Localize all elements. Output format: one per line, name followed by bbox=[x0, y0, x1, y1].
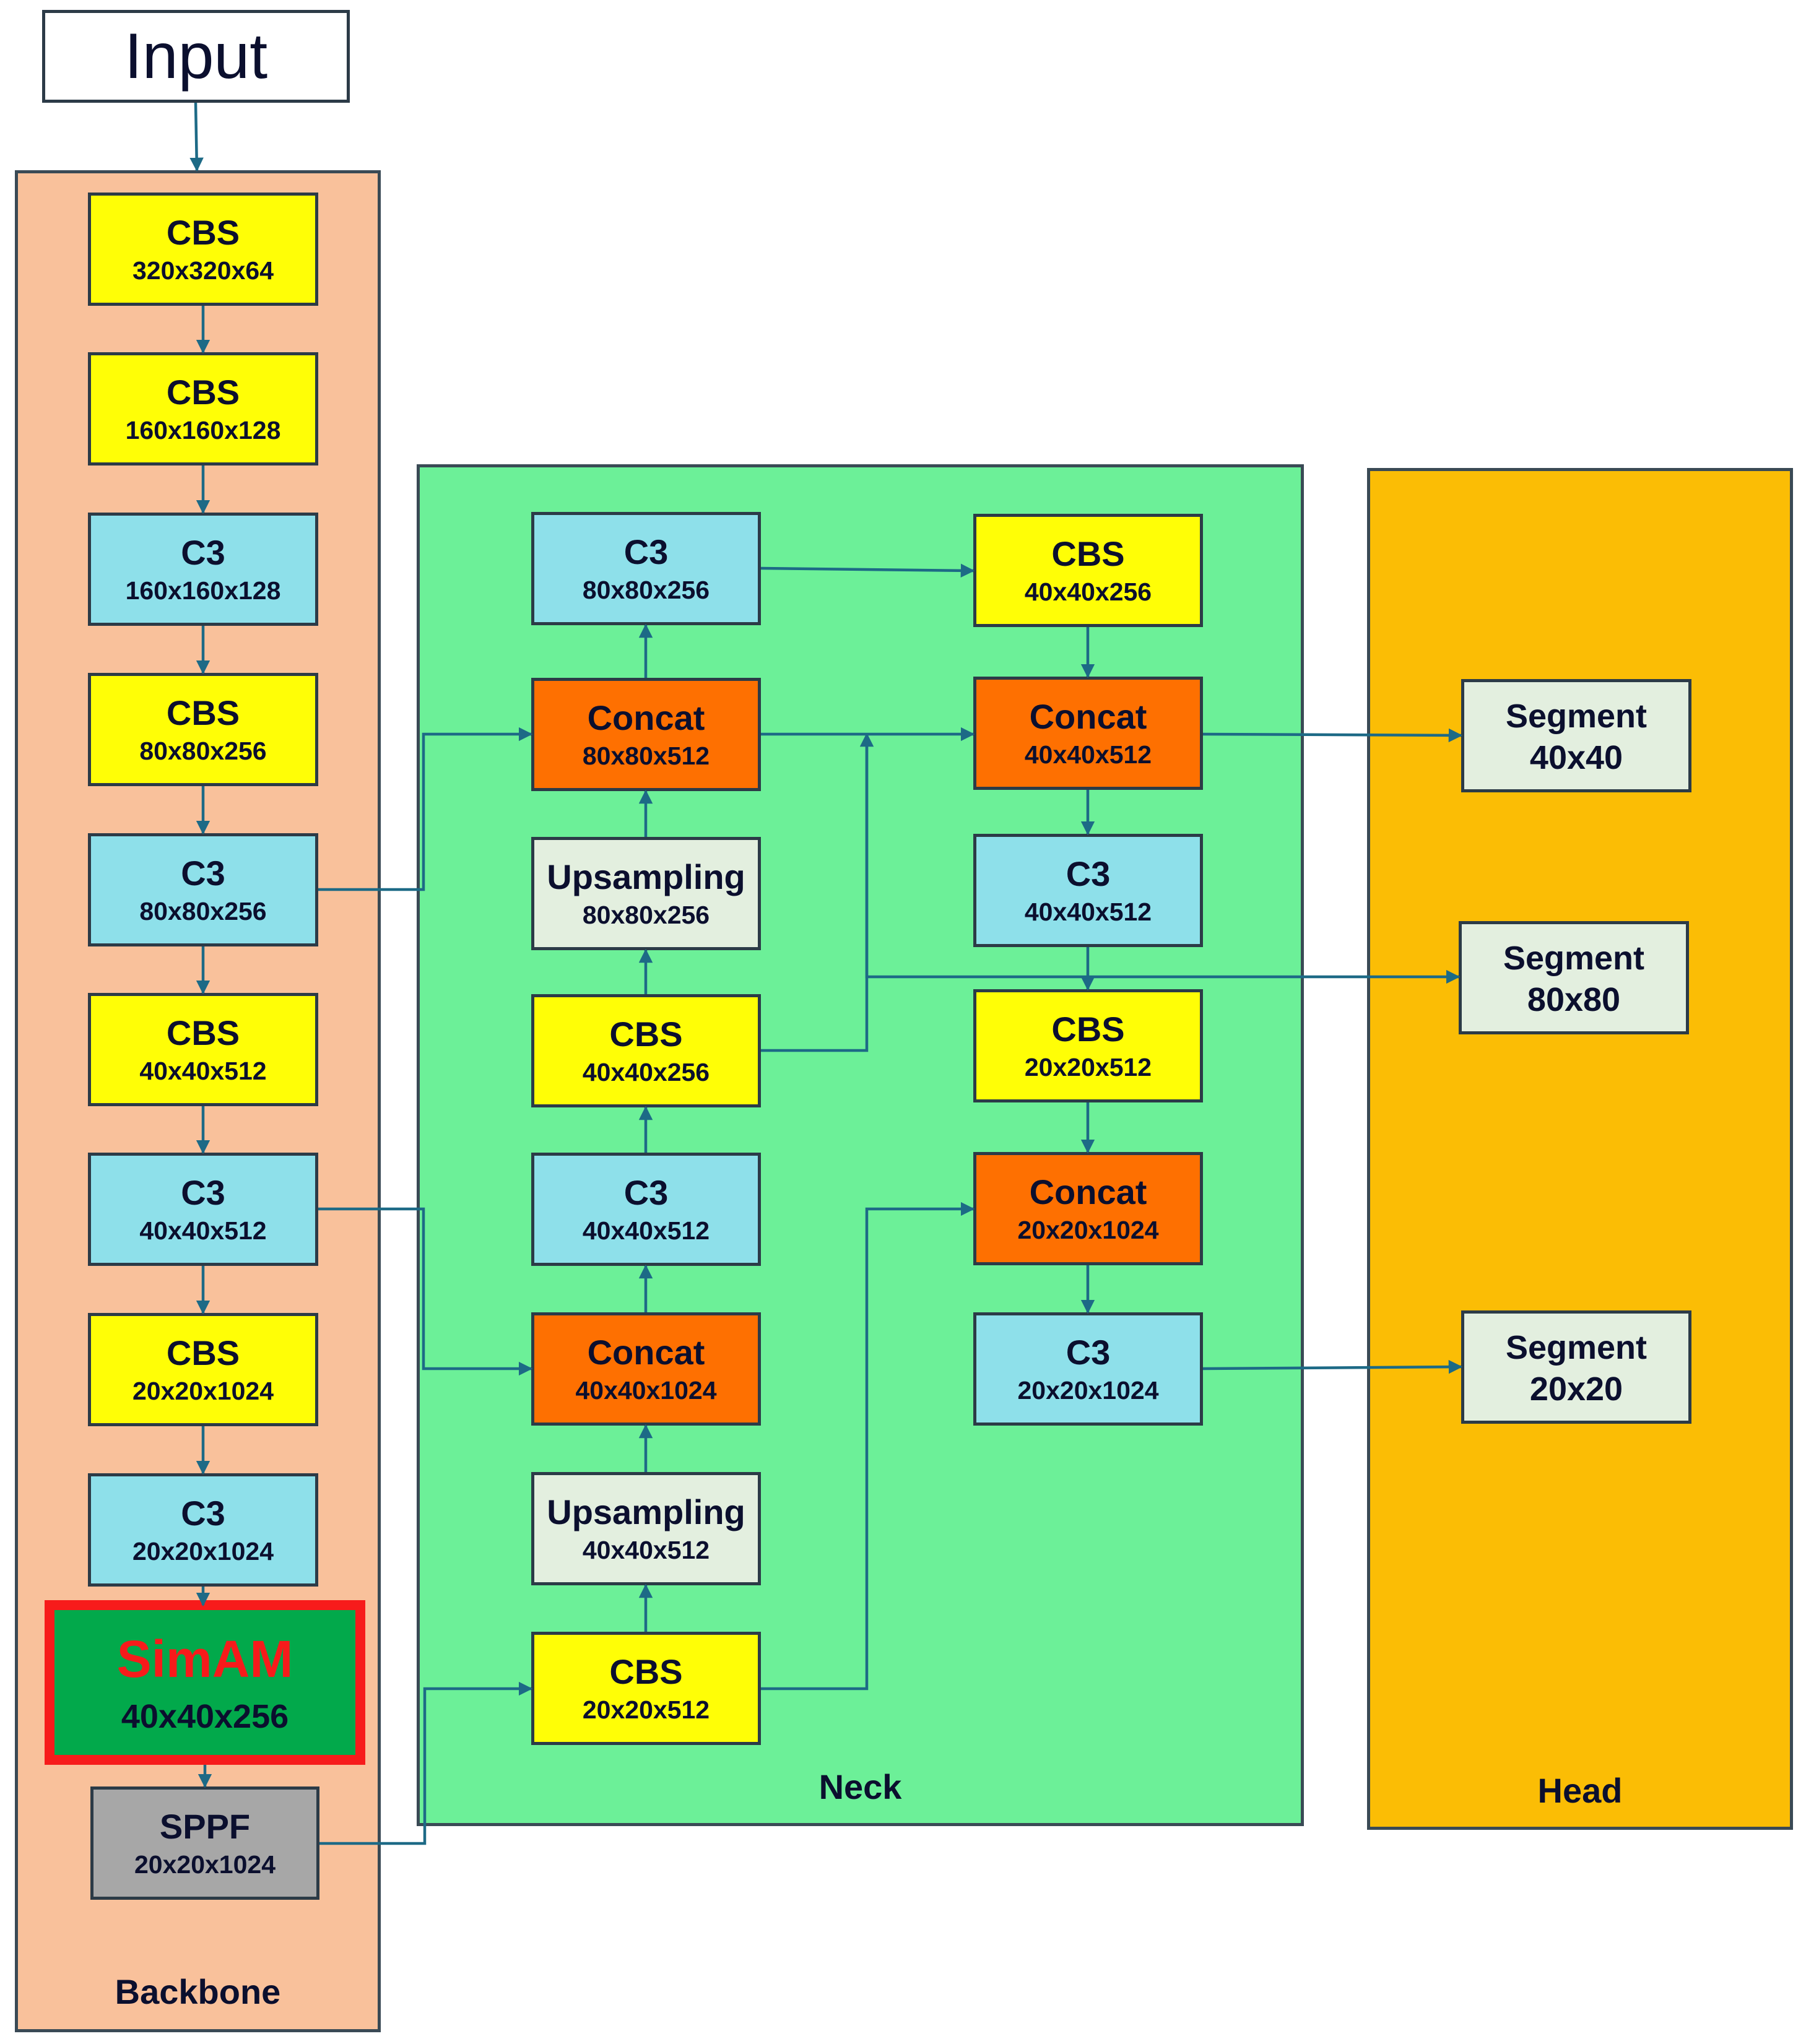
block-name: C3 bbox=[623, 532, 669, 571]
neck-upsampling-block: Upsampling 80x80x256 bbox=[531, 837, 761, 950]
backbone-cbs-block: CBS 160x160x128 bbox=[88, 352, 318, 466]
block-dim: 160x160x128 bbox=[125, 416, 281, 445]
block-dim: 40x40x512 bbox=[1024, 740, 1152, 769]
block-dim: 80x80x256 bbox=[139, 737, 267, 766]
block-dim: 20x20x1024 bbox=[1017, 1376, 1159, 1405]
block-dim: 40x40x256 bbox=[121, 1698, 289, 1736]
head-segment-block: Segment 20x20 bbox=[1461, 1310, 1691, 1424]
backbone-cbs-block: CBS 80x80x256 bbox=[88, 673, 318, 786]
block-name: Concat bbox=[587, 698, 705, 737]
block-name: CBS bbox=[609, 1014, 683, 1054]
block-name: Segment bbox=[1503, 940, 1645, 977]
head-segment-block: Segment 80x80 bbox=[1459, 921, 1689, 1034]
block-dim: 20x20x1024 bbox=[132, 1377, 274, 1406]
backbone-cbs-block: CBS 40x40x512 bbox=[88, 993, 318, 1106]
neck-c3-block: C3 20x20x1024 bbox=[973, 1312, 1203, 1426]
neck-cbs-block: CBS 20x20x512 bbox=[973, 989, 1203, 1102]
neck-label: Neck bbox=[818, 1767, 902, 1806]
backbone-sppf-block: SPPF 20x20x1024 bbox=[90, 1786, 319, 1900]
neck-concat-block: Concat 40x40x1024 bbox=[531, 1312, 761, 1426]
block-name: CBS bbox=[1051, 534, 1125, 573]
block-name: Upsampling bbox=[547, 857, 745, 896]
block-name: Segment bbox=[1505, 1329, 1648, 1367]
block-dim: 40x40x256 bbox=[1024, 578, 1152, 607]
block-name: CBS bbox=[166, 693, 240, 732]
block-name: CBS bbox=[166, 212, 240, 252]
block-name: C3 bbox=[181, 1172, 225, 1212]
backbone-c3-block: C3 40x40x512 bbox=[88, 1153, 318, 1266]
block-dim: 40x40x512 bbox=[1024, 898, 1152, 927]
block-dim: 40x40x512 bbox=[139, 1057, 267, 1086]
block-name: CBS bbox=[166, 1333, 240, 1372]
block-dim: 80x80 bbox=[1527, 981, 1621, 1018]
block-dim: 80x80x256 bbox=[139, 897, 267, 926]
block-dim: 40x40x512 bbox=[582, 1216, 710, 1245]
block-name: CBS bbox=[1051, 1009, 1125, 1049]
neck-concat-block: Concat 80x80x512 bbox=[531, 678, 761, 791]
neck-c3-block: C3 80x80x256 bbox=[531, 512, 761, 625]
block-dim: 20x20x512 bbox=[582, 1695, 710, 1725]
block-name: C3 bbox=[1066, 1332, 1111, 1372]
backbone-cbs-block: CBS 20x20x1024 bbox=[88, 1313, 318, 1426]
block-name: SimAM bbox=[116, 1629, 293, 1688]
block-name: C3 bbox=[623, 1172, 669, 1212]
block-dim: 80x80x256 bbox=[582, 576, 710, 605]
neck-cbs-block: CBS 40x40x256 bbox=[531, 994, 761, 1107]
neck-cbs-block: CBS 40x40x256 bbox=[973, 514, 1203, 627]
backbone-cbs-block: CBS 320x320x64 bbox=[88, 193, 318, 306]
block-name: CBS bbox=[609, 1652, 683, 1691]
block-dim: 20x20x1024 bbox=[134, 1850, 276, 1879]
backbone-c3-block: C3 80x80x256 bbox=[88, 833, 318, 946]
block-name: Upsampling bbox=[547, 1492, 745, 1531]
backbone-c3-block: C3 20x20x1024 bbox=[88, 1473, 318, 1587]
block-dim: 20x20x512 bbox=[1024, 1053, 1152, 1082]
neck-concat-block: Concat 20x20x1024 bbox=[973, 1152, 1203, 1265]
neck-concat-block: Concat 40x40x512 bbox=[973, 677, 1203, 790]
neck-panel: Neck bbox=[417, 464, 1304, 1826]
block-dim: 160x160x128 bbox=[125, 576, 281, 605]
block-name: Concat bbox=[587, 1332, 705, 1372]
block-dim: 320x320x64 bbox=[132, 256, 274, 285]
block-dim: 80x80x512 bbox=[582, 742, 710, 771]
block-dim: 20x20x1024 bbox=[132, 1537, 274, 1566]
block-name: Concat bbox=[1029, 1172, 1147, 1211]
neck-upsampling-block: Upsampling 40x40x512 bbox=[531, 1472, 761, 1585]
block-name: CBS bbox=[166, 1013, 240, 1052]
block-dim: 20x20x1024 bbox=[1017, 1216, 1159, 1245]
block-dim: 80x80x256 bbox=[582, 901, 710, 930]
block-name: C3 bbox=[1066, 854, 1111, 893]
block-name: CBS bbox=[166, 372, 240, 412]
head-segment-block: Segment 40x40 bbox=[1461, 679, 1691, 792]
block-name: C3 bbox=[181, 853, 225, 893]
block-dim: 20x20 bbox=[1529, 1370, 1623, 1408]
block-dim: 40x40x512 bbox=[582, 1536, 710, 1565]
head-panel: Head bbox=[1367, 468, 1793, 1830]
block-name: C3 bbox=[181, 1493, 225, 1533]
neck-cbs-block: CBS 20x20x512 bbox=[531, 1632, 761, 1745]
backbone-simam-block: SimAM 40x40x256 bbox=[45, 1600, 365, 1765]
arrow-input-to-backbone bbox=[189, 102, 204, 172]
block-dim: 40x40x256 bbox=[582, 1058, 710, 1087]
block-dim: 40x40x1024 bbox=[575, 1376, 717, 1405]
backbone-c3-block: C3 160x160x128 bbox=[88, 513, 318, 626]
block-name: C3 bbox=[181, 532, 225, 572]
block-dim: 40x40 bbox=[1529, 738, 1623, 776]
backbone-label: Backbone bbox=[115, 1972, 281, 2011]
block-name: SPPF bbox=[159, 1806, 251, 1846]
neck-c3-block: C3 40x40x512 bbox=[973, 834, 1203, 947]
block-name: Segment bbox=[1505, 698, 1648, 735]
input-block: Input bbox=[42, 10, 350, 103]
block-name: Concat bbox=[1029, 696, 1147, 736]
block-dim: 40x40x512 bbox=[139, 1216, 267, 1245]
head-label: Head bbox=[1537, 1771, 1623, 1810]
neck-c3-block: C3 40x40x512 bbox=[531, 1153, 761, 1266]
